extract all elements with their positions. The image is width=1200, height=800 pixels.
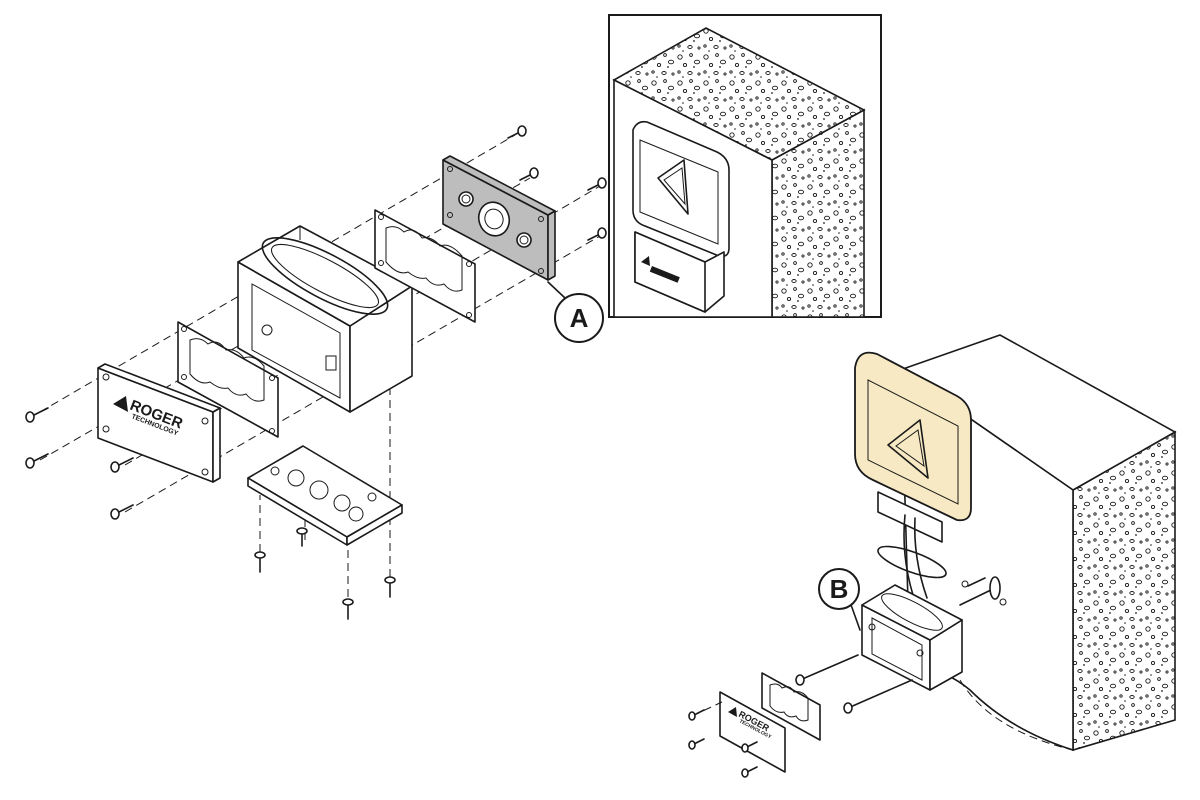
detail-a-inset [608, 14, 882, 318]
callout-b-label: B [830, 574, 849, 604]
installed-housing [861, 584, 963, 691]
callout-b: B [818, 568, 861, 631]
long-screws [795, 654, 913, 714]
front-logo-plate: ROGER TECHNOLOGY [97, 363, 221, 483]
screw [254, 551, 266, 573]
callout-a-label: A [570, 303, 589, 333]
installed-gasket [761, 672, 821, 741]
screw [25, 453, 49, 469]
main-housing [237, 225, 413, 413]
rear-gasket [374, 209, 476, 323]
screw [25, 407, 49, 423]
screw [296, 527, 308, 547]
front-gasket [177, 321, 279, 438]
installed-logo-triangle [728, 707, 737, 717]
screw [519, 167, 539, 181]
screws [25, 125, 607, 620]
screw [384, 576, 396, 598]
screw [342, 598, 354, 620]
installed-view: ROGER TECHNOLOGY B [688, 334, 1177, 778]
screw [110, 504, 134, 520]
brand-logo-triangle [113, 396, 128, 412]
callout-a: A [547, 281, 604, 343]
rear-cover-plate [442, 155, 556, 281]
lamp-mount [877, 491, 947, 599]
exploded-view: ROGER TECHNOLOGY [25, 125, 607, 620]
screw [587, 177, 607, 191]
screw [110, 457, 134, 473]
screw [587, 227, 607, 241]
screw [507, 125, 527, 139]
lamp-lens [854, 351, 972, 522]
small-screws [688, 701, 758, 778]
wall-plugs [959, 576, 1007, 606]
bottom-plate [247, 445, 403, 546]
